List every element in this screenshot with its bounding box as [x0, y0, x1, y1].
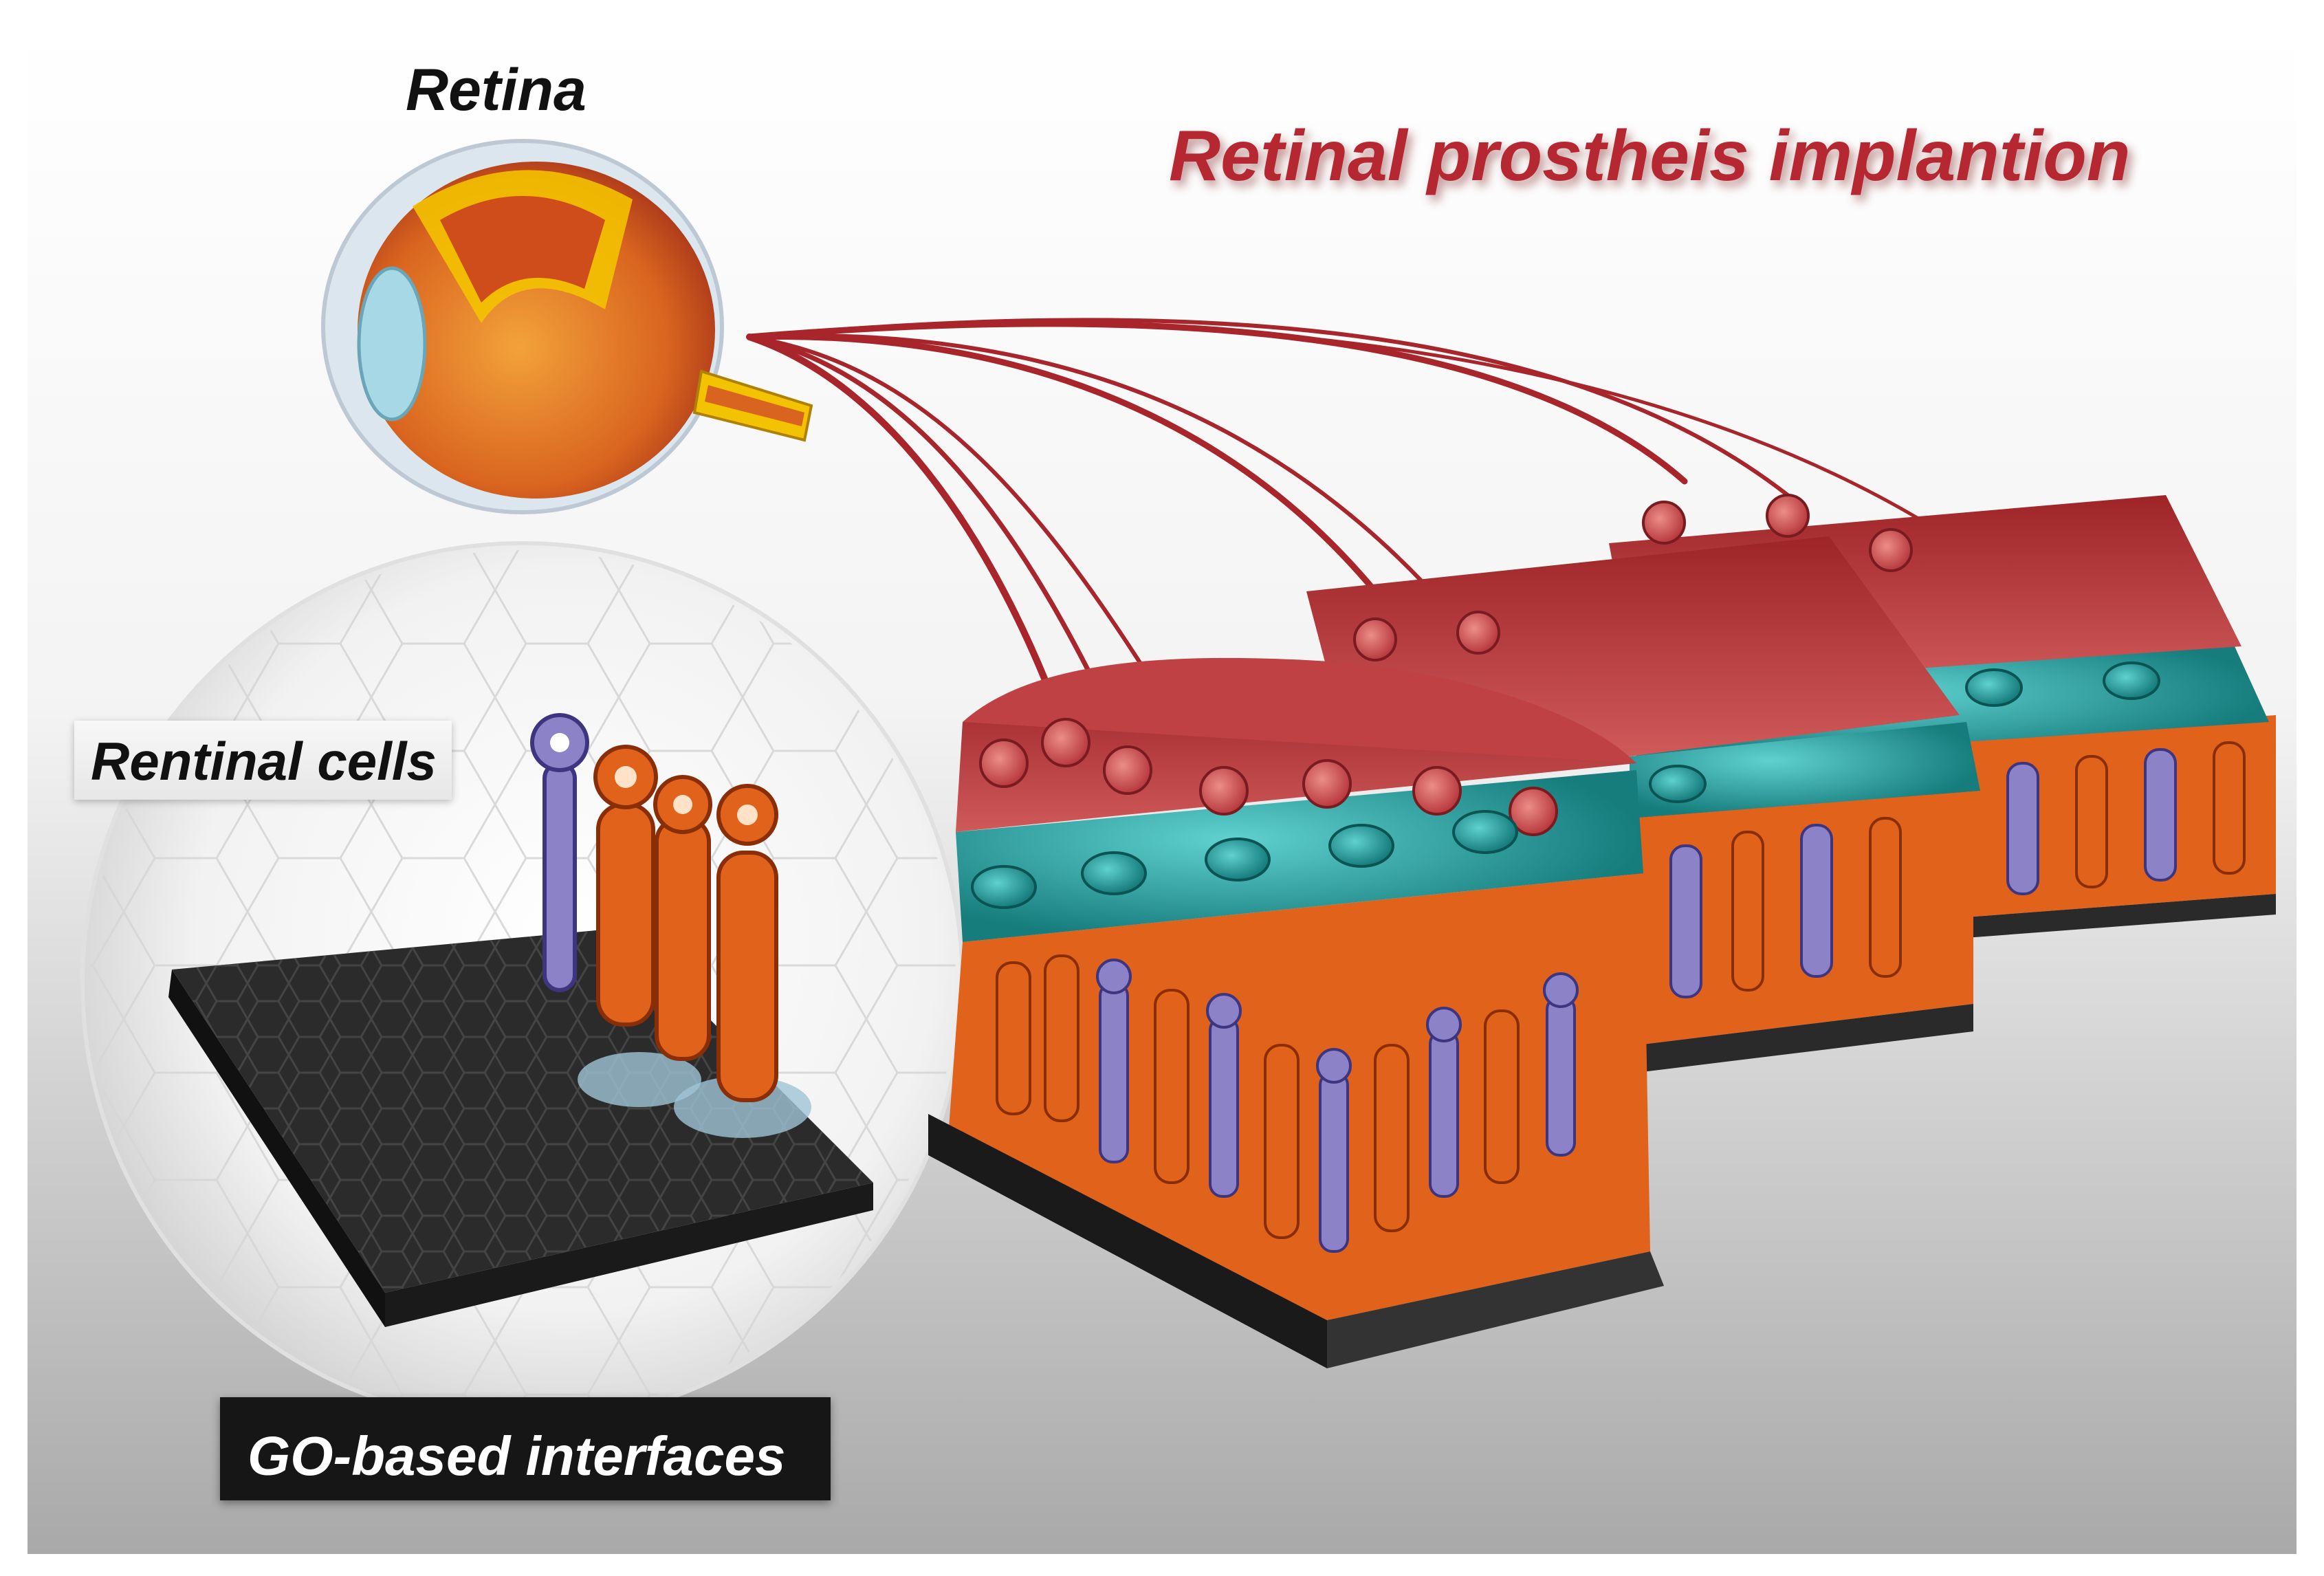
figure-title: Retinal prostheis implantion	[1169, 116, 2131, 196]
retinal-cells-label: Rentinal cells	[74, 721, 452, 800]
photoreceptor-cells-icon	[530, 713, 811, 1138]
eye-cross-section-icon	[321, 139, 813, 514]
go-interfaces-label: GO-based interfaces	[220, 1397, 831, 1500]
nerve-fibres	[746, 318, 1927, 719]
bipolar-cells	[971, 661, 2160, 909]
ganglion-cells	[979, 494, 1913, 836]
rod-and-cone-cells	[996, 741, 2246, 1253]
retina-label: Retina	[406, 57, 587, 123]
